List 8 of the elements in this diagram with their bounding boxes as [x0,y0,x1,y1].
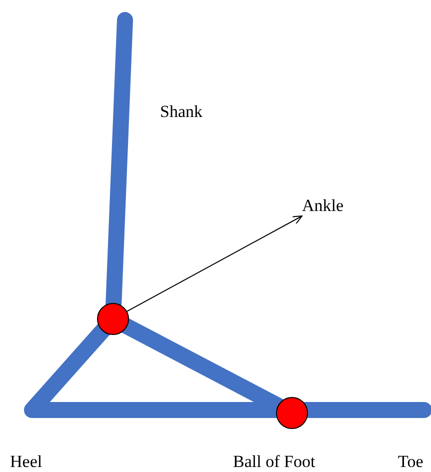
segment-label: Shank [160,102,202,122]
joint-circle [97,303,129,335]
arrow [126,216,302,312]
point-label: Heel [10,452,42,472]
point-label: Toe [398,452,424,472]
joint-label: Ankle [302,196,344,216]
joint-circle [276,397,308,429]
point-label: Ball of Foot [233,452,316,472]
